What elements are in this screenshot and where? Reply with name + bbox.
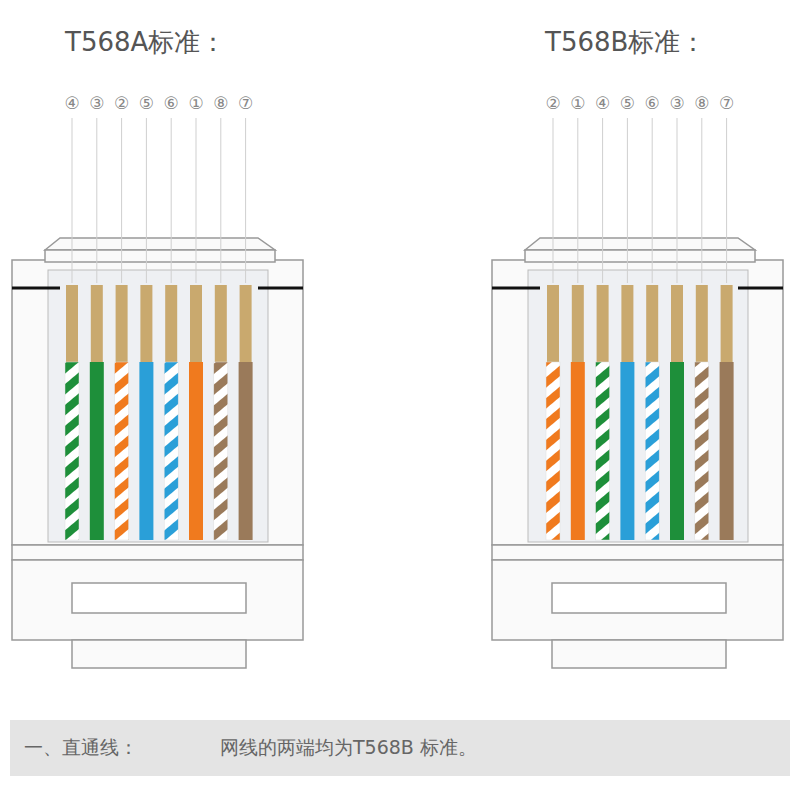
wire <box>695 362 709 540</box>
leader-line <box>652 118 653 283</box>
pin-number: ⑥ <box>164 95 179 112</box>
pin-contact <box>572 285 584 362</box>
leader-line <box>677 118 678 283</box>
pin-contact <box>190 285 202 362</box>
pin-number: ④ <box>64 95 79 112</box>
wire <box>115 362 129 540</box>
pin-contact <box>116 285 128 362</box>
leader-line <box>220 118 221 283</box>
wire <box>214 362 228 540</box>
pin-contact <box>621 285 633 362</box>
standard-title: T568B标准： <box>545 25 706 60</box>
pin-number: ② <box>545 95 560 112</box>
caption-text: 一、直通线： <box>24 735 138 761</box>
caption-text: 网线的两端均为T568B 标准。 <box>220 735 477 761</box>
pin-contact <box>696 285 708 362</box>
leader-line <box>245 118 246 283</box>
wire <box>546 362 560 540</box>
leader-line <box>726 118 727 283</box>
pin-number: ⑦ <box>238 95 253 112</box>
pin-number: ⑤ <box>620 95 635 112</box>
pin-number: ⑤ <box>139 95 154 112</box>
pin-contact <box>140 285 152 362</box>
leader-line <box>171 118 172 283</box>
wire <box>596 362 610 540</box>
pin-contact <box>597 285 609 362</box>
wire <box>645 362 659 540</box>
pin-contact <box>215 285 227 362</box>
pin-contact <box>646 285 658 362</box>
pin-number: ② <box>114 95 129 112</box>
wire <box>90 362 104 540</box>
wire <box>720 362 734 540</box>
pin-number: ④ <box>595 95 610 112</box>
leader-line <box>96 118 97 283</box>
caption-band: 一、直通线： 网线的两端均为T568B 标准。 <box>10 720 790 776</box>
leader-line <box>196 118 197 283</box>
pin-contact <box>721 285 733 362</box>
leader-line <box>701 118 702 283</box>
pin-number: ③ <box>669 95 684 112</box>
leader-line <box>577 118 578 283</box>
pin-contact <box>240 285 252 362</box>
pin-contact <box>91 285 103 362</box>
leader-line <box>627 118 628 283</box>
standard-title: T568A标准： <box>65 25 226 60</box>
wire <box>139 362 153 540</box>
pin-contact <box>547 285 559 362</box>
pin-number: ⑧ <box>694 95 709 112</box>
pin-number: ⑦ <box>719 95 734 112</box>
pin-number: ① <box>570 95 585 112</box>
wire <box>620 362 634 540</box>
wire <box>189 362 203 540</box>
pin-contact <box>66 285 78 362</box>
leader-line <box>602 118 603 283</box>
pin-number: ⑧ <box>213 95 228 112</box>
wire <box>164 362 178 540</box>
leader-line <box>72 118 73 283</box>
wire <box>670 362 684 540</box>
leader-line <box>146 118 147 283</box>
pin-number: ⑥ <box>645 95 660 112</box>
pin-number: ③ <box>89 95 104 112</box>
pin-contact <box>165 285 177 362</box>
leader-line <box>553 118 554 283</box>
pin-number: ① <box>188 95 203 112</box>
leader-line <box>121 118 122 283</box>
pin-contact <box>671 285 683 362</box>
wire <box>239 362 253 540</box>
wire <box>571 362 585 540</box>
wire <box>65 362 79 540</box>
